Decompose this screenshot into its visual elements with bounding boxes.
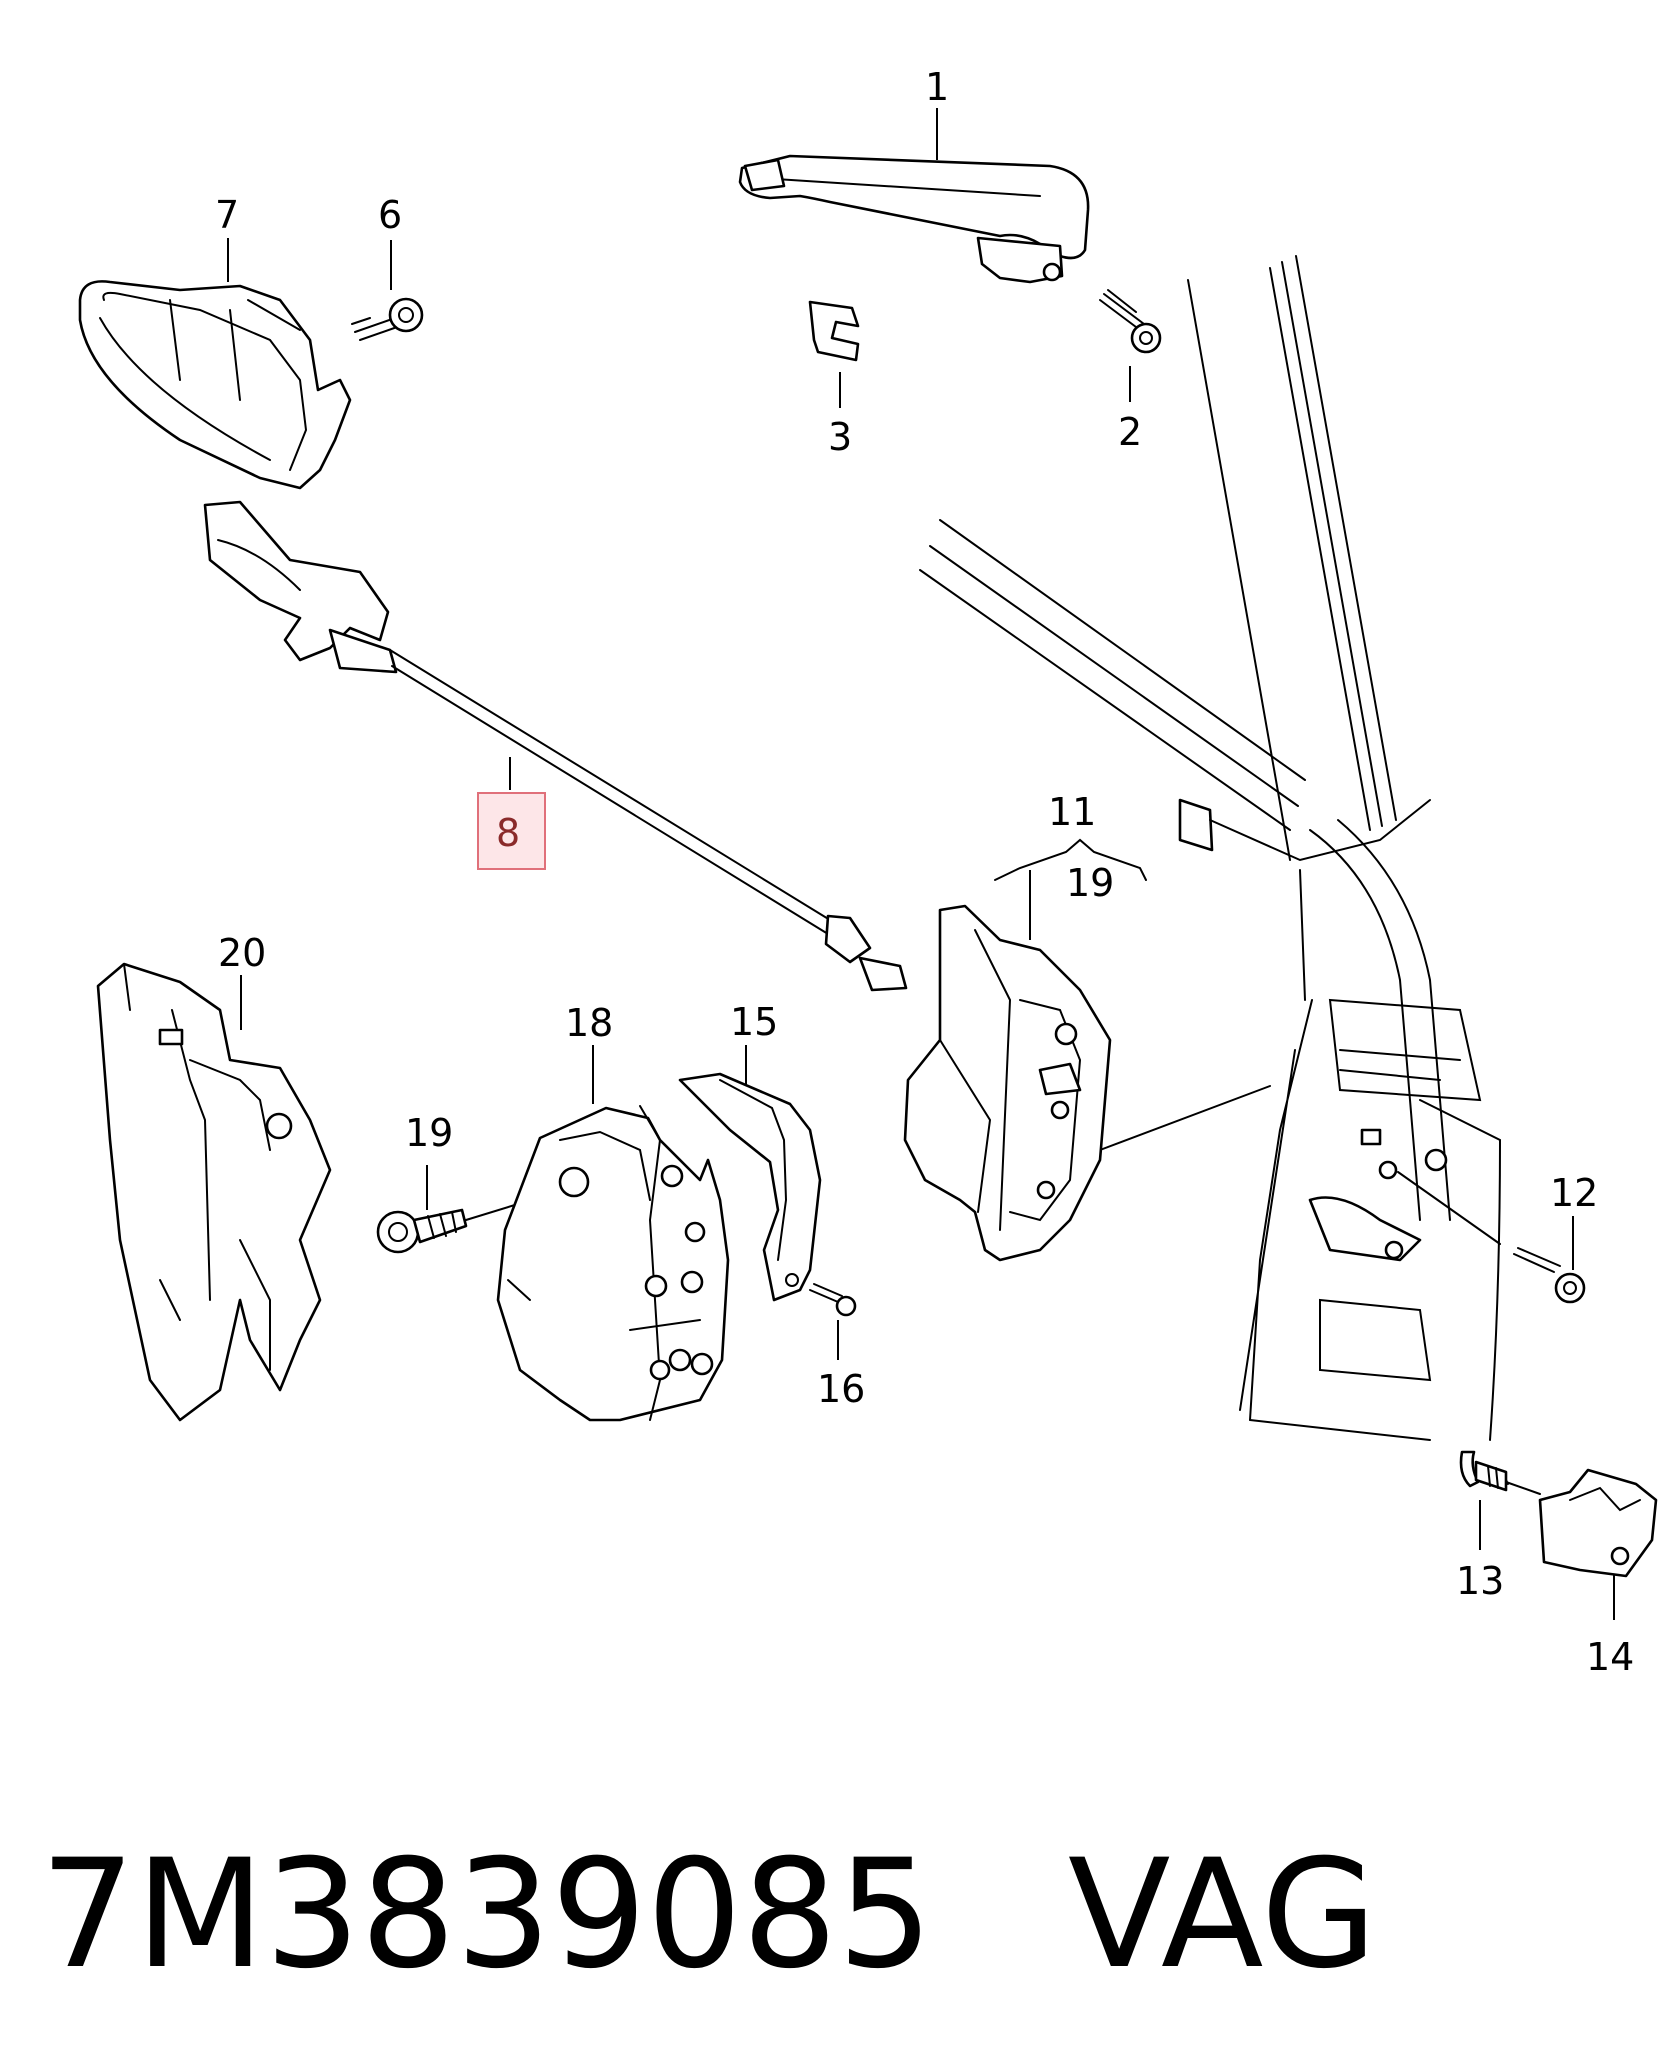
screw-2: [1099, 289, 1162, 354]
screw-16: [809, 1283, 857, 1317]
lock-cover: [96, 962, 332, 1422]
callout-8-highlight-box: [477, 792, 546, 870]
door-frame: [919, 255, 1502, 1441]
clip-3: [808, 300, 860, 362]
callout-15: 15: [730, 1000, 778, 1044]
actuating-cable: [203, 500, 908, 992]
callout-6: 6: [378, 193, 402, 237]
brand-name: VAG: [1067, 1828, 1378, 2002]
screw-12: [1397, 1171, 1586, 1304]
exterior-door-handle: [738, 154, 1090, 284]
callout-11: 11: [1048, 790, 1096, 834]
striker-plate: [1538, 1468, 1658, 1578]
callout-2: 2: [1118, 410, 1142, 454]
bolt-13: [1459, 1450, 1541, 1495]
callout-19-upper: 19: [1066, 861, 1114, 905]
diagram-canvas: 1 2 3 7 6 8: [78, 65, 1658, 1679]
callout-20: 20: [218, 931, 266, 975]
callout-19-lower: 19: [405, 1111, 453, 1155]
callout-3: 3: [828, 415, 852, 459]
door-lock: [903, 904, 1112, 1262]
callout-16: 16: [817, 1367, 865, 1411]
part-number-caption: 7M3839085 VAG: [40, 1825, 1640, 2005]
callout-14: 14: [1586, 1635, 1634, 1679]
callout-8: 8: [496, 811, 520, 855]
callout-13: 13: [1456, 1559, 1504, 1603]
exploded-parts-diagram: 1 2 3 7 6 8: [78, 65, 1658, 1679]
callout-12: 12: [1550, 1171, 1598, 1215]
screw-19: [376, 1208, 468, 1254]
interior-handle: [78, 280, 352, 490]
bracket: [678, 1072, 822, 1302]
callout-1: 1: [925, 65, 949, 109]
screw-6: [351, 297, 424, 341]
lock-unit: [496, 1105, 730, 1422]
callout-18: 18: [565, 1001, 613, 1045]
part-number: 7M3839085: [40, 1828, 933, 2002]
callout-7: 7: [215, 193, 239, 237]
